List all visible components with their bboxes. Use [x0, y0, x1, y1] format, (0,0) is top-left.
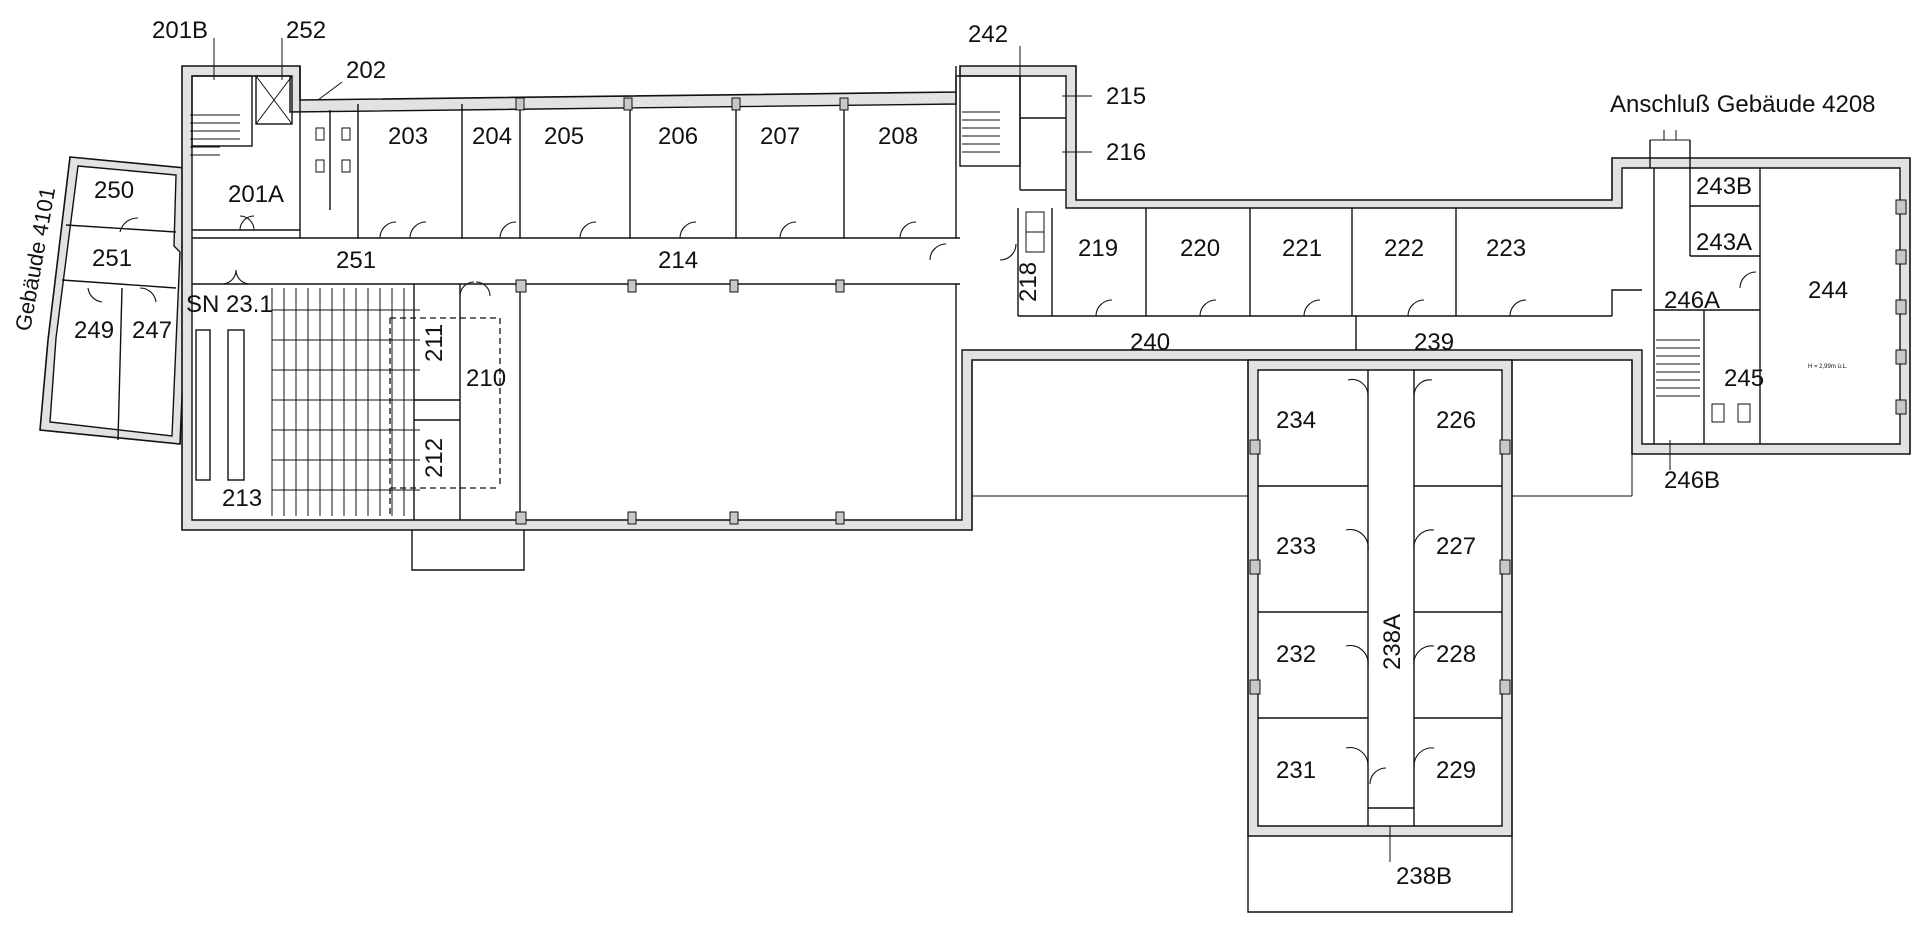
room-223-label: 223: [1486, 235, 1526, 262]
room-243A-label: 243A: [1696, 229, 1752, 256]
room-218-label: 218: [1015, 262, 1042, 302]
south-wing: [1247, 359, 1513, 913]
room-246B-label: 246B: [1664, 467, 1720, 494]
room-sn231-label: SN 23.1: [186, 291, 273, 318]
room-238A-label: 238A: [1379, 614, 1406, 670]
room-207-label: 207: [760, 123, 800, 150]
room-243B-label: 243B: [1696, 173, 1752, 200]
room-215-label: 215: [1106, 83, 1146, 110]
room-208-label: 208: [878, 123, 918, 150]
room-220-label: 220: [1180, 235, 1220, 262]
room-233-label: 233: [1276, 533, 1316, 560]
room-203-label: 203: [388, 123, 428, 150]
room-244-label: 244: [1808, 277, 1848, 304]
room-250-label: 250: [94, 177, 134, 204]
room-245-label: 245: [1724, 365, 1764, 392]
room-216-label: 216: [1106, 139, 1146, 166]
room-240-label: 240: [1130, 329, 1170, 356]
room-242-label: 242: [968, 21, 1008, 48]
east-block: [1500, 130, 1907, 497]
room-205-label: 205: [544, 123, 584, 150]
room-201A-label: 201A: [228, 181, 284, 208]
room-232-label: 232: [1276, 641, 1316, 668]
room-231-label: 231: [1276, 757, 1316, 784]
room-211-label: 211: [421, 324, 448, 362]
room-212-label: 212: [421, 438, 448, 478]
room-222-label: 222: [1384, 235, 1424, 262]
room-202-label: 202: [346, 57, 386, 84]
room-210-label: 210: [466, 365, 506, 392]
room-206-label: 206: [658, 123, 698, 150]
room-227-label: 227: [1436, 533, 1476, 560]
room-labels: 201B 252 202 203 204 205 206 207 208 242…: [74, 17, 1848, 890]
room-251-label: 251: [336, 247, 376, 274]
room-228-label: 228: [1436, 641, 1476, 668]
middle-wing: [999, 208, 1642, 350]
room-238B-label: 238B: [1396, 863, 1452, 890]
lecture-seating: [271, 288, 420, 516]
leader-lines: [213, 38, 1671, 470]
room-252-label: 252: [286, 17, 326, 44]
room-226-label: 226: [1436, 407, 1476, 434]
room-213-label: 213: [222, 485, 262, 512]
room-234-label: 234: [1276, 407, 1316, 434]
connection-4208-label: Anschluß Gebäude 4208: [1610, 91, 1876, 118]
room-249-label: 249: [74, 317, 114, 344]
main-wing: [181, 65, 1911, 571]
room-251-west-label: 251: [92, 245, 132, 272]
west-annex: [39, 156, 189, 445]
room-239-label: 239: [1414, 329, 1454, 356]
room-229-label: 229: [1436, 757, 1476, 784]
room-246A-label: 246A: [1664, 287, 1720, 314]
room-204-label: 204: [472, 123, 512, 150]
height-note: H = 2,99m ü.L.: [1808, 364, 1848, 370]
room-214-label: 214: [658, 247, 698, 274]
room-247-label: 247: [132, 317, 172, 344]
room-221-label: 221: [1282, 235, 1322, 262]
room-201B-label: 201B: [152, 17, 208, 44]
room-219-label: 219: [1078, 235, 1118, 262]
